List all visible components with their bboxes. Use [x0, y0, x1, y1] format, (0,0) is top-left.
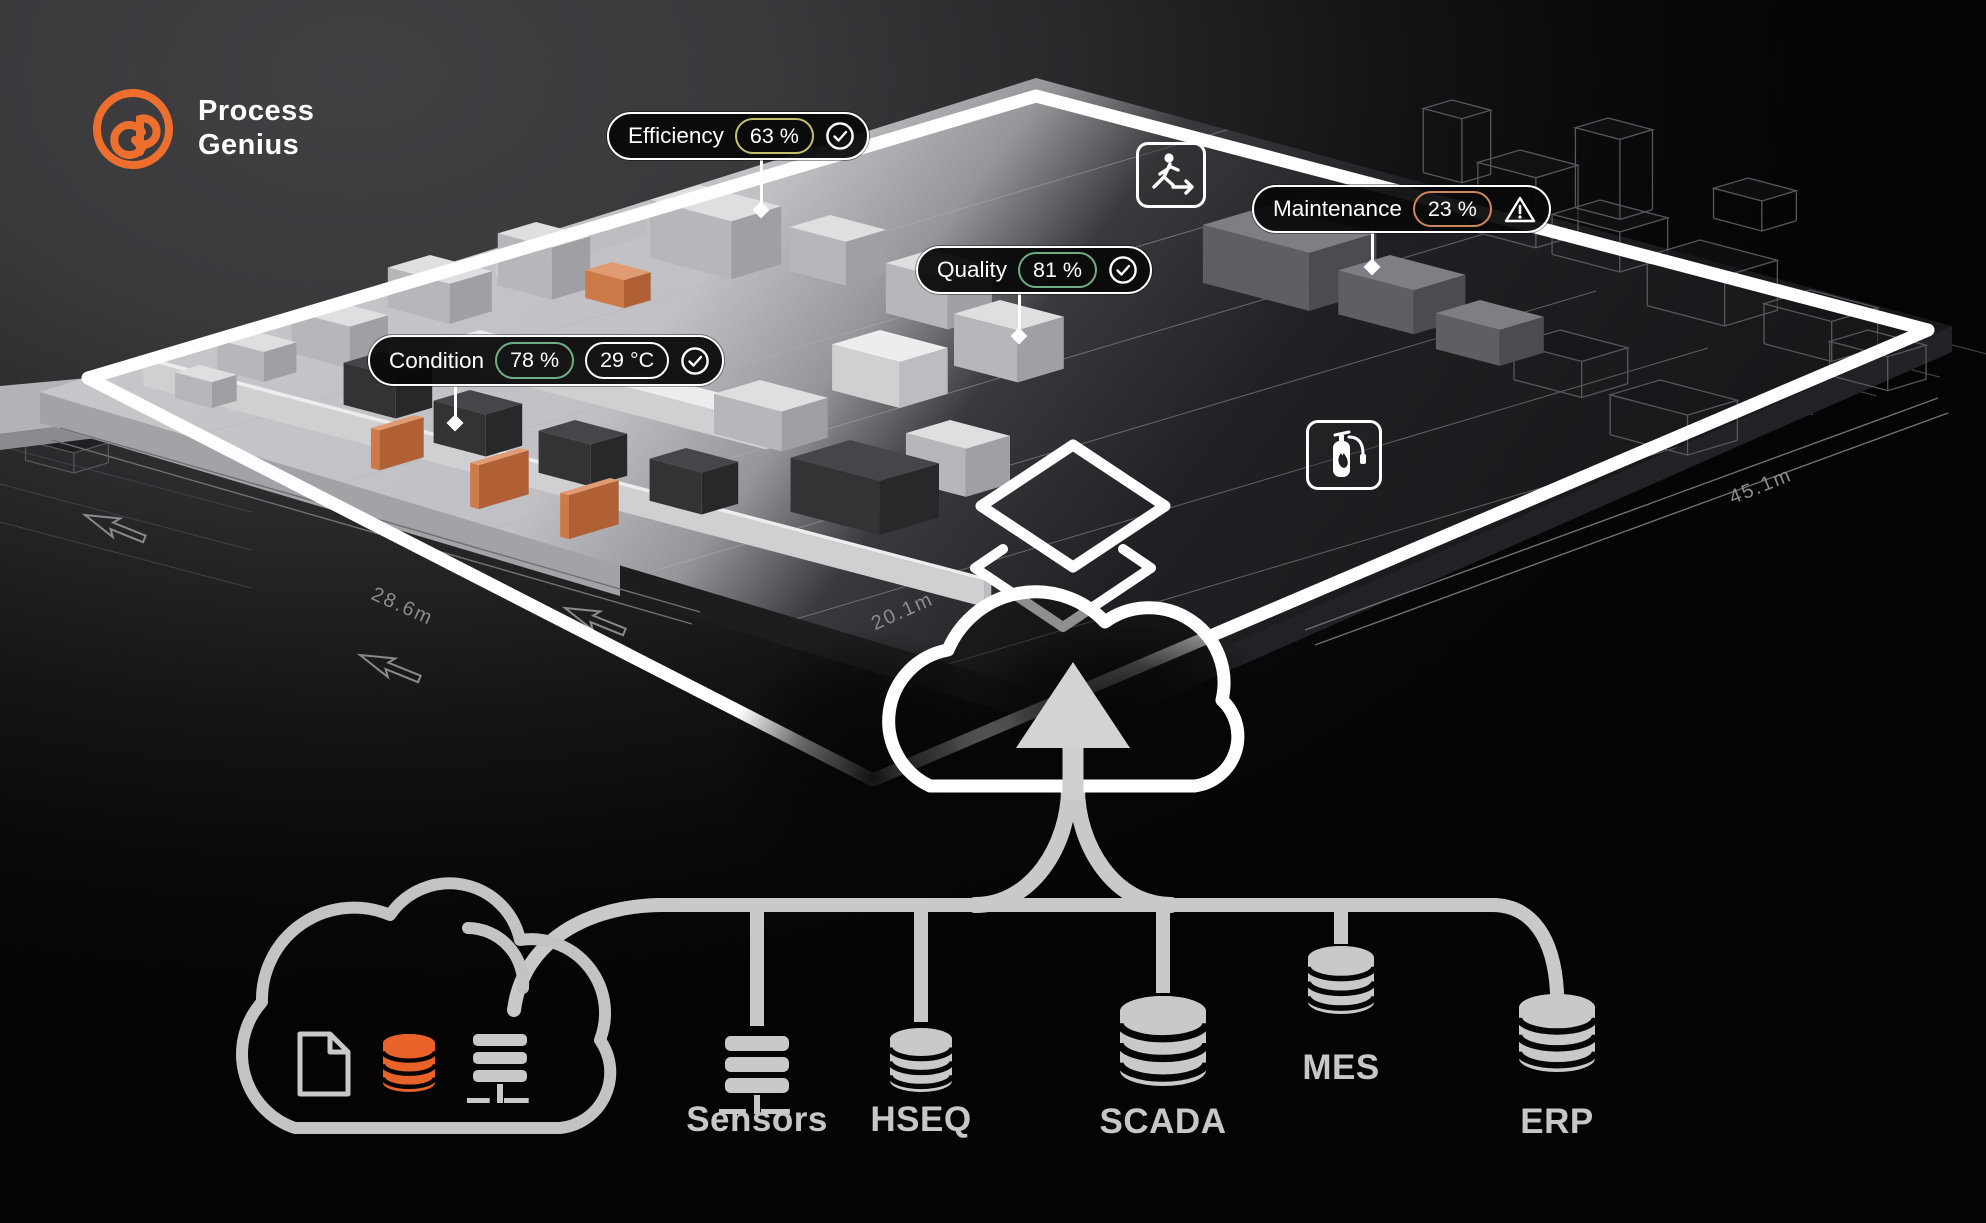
kpi-efficiency[interactable]: Efficiency 63 %	[607, 112, 869, 160]
kpi-maintenance-name: Maintenance	[1273, 196, 1402, 221]
process-genius-logo-icon	[93, 89, 173, 169]
kpi-quality-value: 81 %	[1018, 251, 1098, 289]
erp-database-icon	[1515, 993, 1599, 1072]
check-icon	[681, 346, 709, 375]
kpi-quality[interactable]: Quality 81 %	[916, 246, 1153, 294]
layers-icon	[970, 439, 1171, 632]
zone-border	[81, 89, 1935, 787]
dimension-left: 28.6m	[368, 583, 437, 630]
dimension-right: 45.1m	[1726, 464, 1795, 509]
brand-wordmark: Process Genius	[198, 86, 314, 162]
source-label-mes: MES	[1302, 1048, 1380, 1087]
sensors-icon	[719, 1036, 790, 1114]
integration-diagram	[236, 585, 1599, 1134]
source-label-hseq: HSEQ	[870, 1100, 972, 1139]
kpi-condition-leader	[454, 384, 457, 420]
check-icon	[826, 122, 854, 150]
kpi-maintenance-value: 23 %	[1412, 190, 1492, 228]
cloud-upload-icon	[882, 585, 1245, 800]
kpi-condition-value: 78 %	[495, 342, 575, 379]
kpi-condition-temperature: 29 °C	[585, 342, 670, 379]
onprem-cloud-icon	[236, 877, 617, 1134]
source-label-erp: ERP	[1520, 1102, 1594, 1141]
mes-database-icon	[1305, 945, 1377, 1014]
scada-database-icon	[1116, 996, 1210, 1086]
check-icon	[1109, 256, 1137, 284]
upload-arrow-icon	[1016, 662, 1130, 748]
kpi-efficiency-leader	[760, 157, 763, 207]
source-label-sensors: Sensors	[686, 1100, 828, 1139]
emergency-exit-icon[interactable]	[1136, 142, 1206, 208]
document-icon	[297, 1031, 351, 1097]
kpi-quality-name: Quality	[937, 257, 1008, 282]
kpi-maintenance[interactable]: Maintenance 23 %	[1252, 185, 1551, 233]
brand-logo: Process Genius	[90, 86, 314, 172]
kpi-condition[interactable]: Condition 78 % 29 °C	[368, 335, 725, 386]
brand-line1: Process	[198, 95, 315, 127]
kpi-efficiency-name: Efficiency	[628, 123, 724, 148]
hseq-database-icon	[887, 1028, 955, 1092]
kpi-efficiency-value: 63 %	[734, 117, 814, 155]
warning-icon	[1504, 196, 1536, 222]
brand-line2: Genius	[198, 129, 300, 161]
database-orange-icon	[380, 1034, 438, 1092]
kpi-condition-name: Condition	[389, 347, 485, 373]
extinguisher-icon	[1333, 430, 1366, 477]
dimension-lines	[51, 397, 1949, 684]
running-man-icon	[1152, 153, 1194, 195]
kpi-quality-leader	[1018, 291, 1021, 333]
source-label-scada: SCADA	[1099, 1102, 1227, 1141]
server-icon	[467, 1034, 529, 1103]
fire-extinguisher-icon[interactable]	[1306, 420, 1382, 490]
wireframe-hall	[1420, 99, 1929, 456]
kpi-maintenance-leader	[1371, 230, 1374, 264]
